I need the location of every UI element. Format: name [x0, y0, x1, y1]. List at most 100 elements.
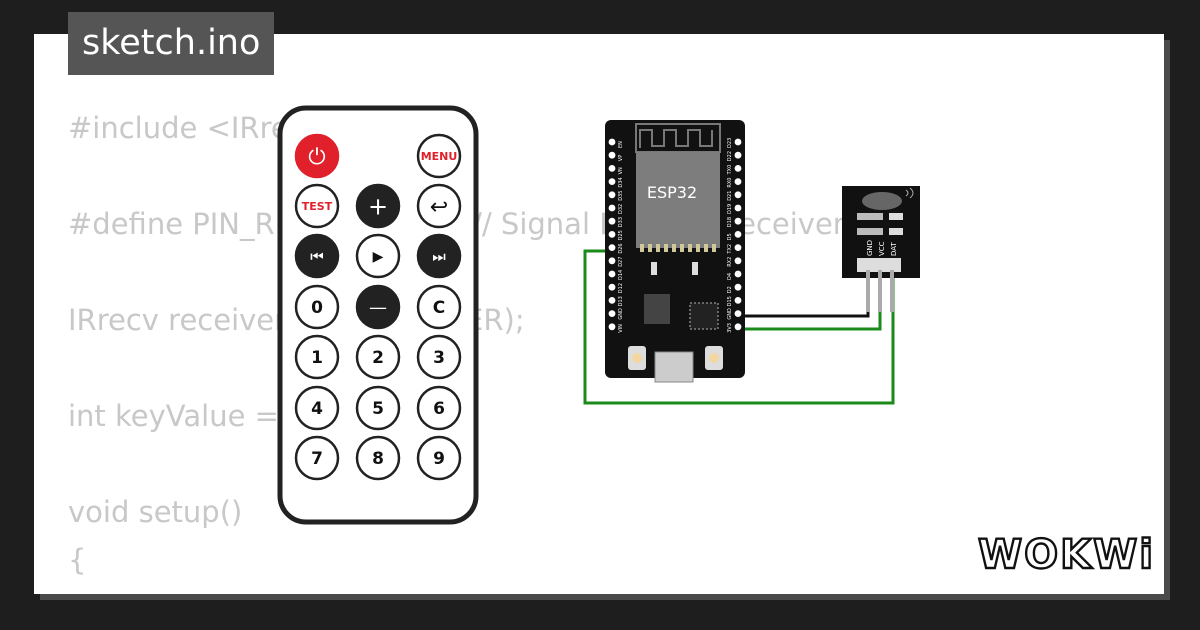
regulator-chip — [644, 294, 670, 324]
pin-rx2[interactable] — [734, 257, 742, 265]
file-name-tab[interactable]: sketch.ino — [68, 12, 275, 75]
pin-d15[interactable] — [734, 297, 742, 304]
key-c-shape — [416, 284, 462, 330]
led — [889, 213, 903, 220]
pin-vp[interactable] — [608, 151, 616, 159]
ir-receiver[interactable]: GND VCC DAT — [842, 186, 920, 312]
pin-d4[interactable] — [734, 270, 742, 278]
menu-button[interactable]: MENU — [416, 133, 462, 179]
pin-d25[interactable] — [608, 231, 616, 238]
pin-vin[interactable] — [608, 323, 616, 331]
menu-button-shape — [416, 133, 462, 179]
pin-d34[interactable] — [608, 178, 616, 186]
pin-gnd[interactable] — [734, 310, 742, 317]
prev-button[interactable]: ⏮ — [294, 233, 340, 279]
back-button-shape — [416, 183, 462, 229]
pin-d12[interactable] — [608, 283, 616, 291]
pin-d21[interactable] — [734, 191, 742, 199]
key-7-label: 7 — [311, 449, 323, 469]
test-button-shape — [294, 183, 340, 229]
esp32-board[interactable]: ESP32 ENVPVND34D35D32D33D25D26D27D14D12D… — [605, 120, 745, 383]
key-2[interactable]: 2 — [355, 334, 401, 380]
pin-d14[interactable] — [608, 270, 616, 278]
chip-pad — [688, 244, 692, 252]
pin-gnd[interactable] — [608, 310, 616, 317]
key-9-shape — [416, 435, 462, 481]
key-6-label: 6 — [433, 399, 445, 419]
next-button[interactable]: ⏭ — [416, 233, 462, 279]
pin-label: D27 — [618, 257, 624, 267]
ir-sensor-dome — [862, 192, 902, 210]
power-button[interactable]: ⏻ — [294, 133, 340, 179]
pin-label: D18 — [727, 217, 733, 227]
key-6[interactable]: 6 — [416, 385, 462, 431]
plus-button[interactable]: + — [355, 183, 401, 229]
pin-d33[interactable] — [608, 217, 616, 225]
key-1[interactable]: 1 — [294, 334, 340, 380]
key-3-label: 3 — [433, 348, 445, 368]
project-card[interactable]: #include <IRremote.h> #define PIN_RECEIV… — [34, 34, 1164, 594]
pin-d26[interactable] — [608, 244, 616, 252]
pin-tx2[interactable] — [734, 244, 742, 252]
key-3-shape — [416, 334, 462, 380]
resistor — [857, 228, 883, 235]
prev-button-label: ⏮ — [310, 247, 324, 265]
pin-d18[interactable] — [734, 217, 742, 225]
pin-label: RX0 — [727, 178, 733, 188]
key-3[interactable]: 3 — [416, 334, 462, 380]
pin-d2[interactable] — [734, 283, 742, 291]
pin-d5[interactable] — [734, 231, 742, 238]
key-5-shape — [355, 385, 401, 431]
pin-label: D32 — [618, 204, 624, 214]
pin-label: D33 — [618, 217, 624, 227]
key-5[interactable]: 5 — [355, 385, 401, 431]
pin-rx0[interactable] — [734, 178, 742, 186]
boot-button-cap — [632, 353, 642, 363]
wokwi-logo: WOKWi — [977, 531, 1152, 578]
pin-d19[interactable] — [734, 204, 742, 212]
pin-label: D26 — [618, 243, 624, 253]
back-button[interactable]: ↩ — [416, 183, 462, 229]
pin-d35[interactable] — [608, 191, 616, 199]
key-4[interactable]: 4 — [294, 385, 340, 431]
pin-dat — [890, 270, 894, 312]
pin-d32[interactable] — [608, 204, 616, 212]
minus-button[interactable]: — — [355, 284, 401, 330]
pin-tx0[interactable] — [734, 165, 742, 172]
pin-label: D15 — [727, 296, 733, 306]
key-8[interactable]: 8 — [355, 435, 401, 481]
pin-d23[interactable] — [734, 138, 742, 146]
pin-label: D19 — [727, 204, 733, 214]
key-1-shape — [294, 334, 340, 380]
key-0-label: 0 — [311, 298, 323, 318]
pin-d22[interactable] — [734, 151, 742, 159]
key-c[interactable]: C — [416, 284, 462, 330]
minus-button-label: — — [369, 297, 387, 318]
pin-vn[interactable] — [608, 165, 616, 172]
pin-d13[interactable] — [608, 297, 616, 304]
key-4-label: 4 — [311, 399, 323, 419]
pin-label-dat: DAT — [890, 241, 898, 256]
key-9[interactable]: 9 — [416, 435, 462, 481]
key-6-shape — [416, 385, 462, 431]
chip-pad — [712, 244, 716, 252]
pin-d27[interactable] — [608, 257, 616, 265]
key-2-label: 2 — [372, 348, 384, 368]
pin-en[interactable] — [608, 138, 616, 146]
key-0[interactable]: 0 — [294, 284, 340, 330]
key-7[interactable]: 7 — [294, 435, 340, 481]
wokwi-logo-text: WOKWi — [978, 532, 1152, 578]
pin-label: 3V3 — [727, 323, 733, 333]
key-c-label: C — [433, 298, 445, 318]
pin-label: GND — [618, 308, 624, 320]
play-button[interactable]: ▶ — [355, 233, 401, 279]
pin-3v3[interactable] — [734, 323, 742, 331]
key-4-shape — [294, 385, 340, 431]
key-7-shape — [294, 435, 340, 481]
test-button[interactable]: TEST — [294, 183, 340, 229]
code-line: int keyValue = 0; — [68, 399, 317, 433]
chip-pad — [672, 244, 676, 252]
pin-label: VN — [618, 167, 624, 174]
